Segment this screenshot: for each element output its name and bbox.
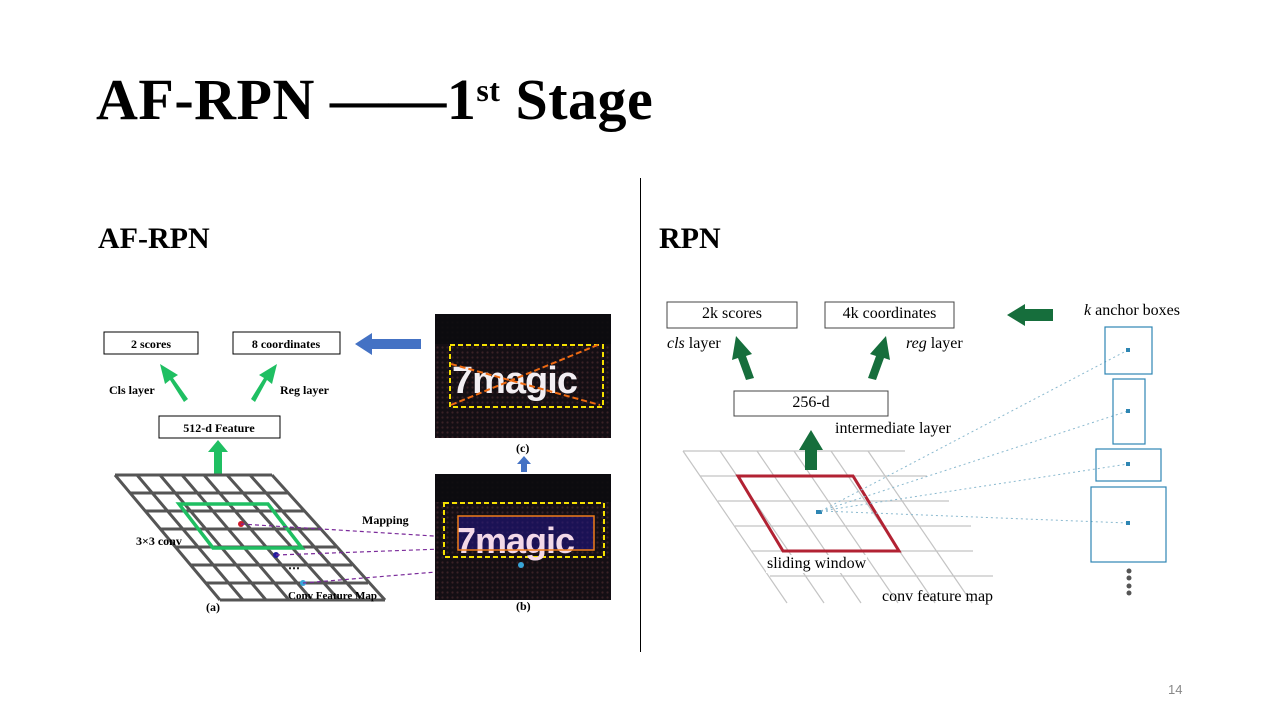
- rpn-cls-text: layer: [684, 335, 721, 352]
- rpn-intermediate-box-label: 256-d: [792, 394, 830, 411]
- reg-up-arrow: [868, 336, 890, 380]
- title-main: AF-RPN ——1: [96, 67, 477, 132]
- anchor-centers: [1126, 348, 1130, 525]
- anchor-boxes: [1090, 326, 1167, 563]
- scores-box-label: 2 scores: [131, 337, 171, 351]
- reg-arrow: [251, 364, 277, 402]
- rpn-anchor-text: anchor boxes: [1091, 302, 1180, 319]
- more-anchors-dots: [1126, 568, 1132, 596]
- scores-box: 2 scores: [103, 331, 199, 355]
- cls-up-arrow: [732, 336, 754, 380]
- title-end: Stage: [500, 67, 654, 132]
- b-to-c-arrow: [517, 456, 531, 472]
- feature-up-arrow: [208, 440, 228, 476]
- coordinates-box-label: 8 coordinates: [252, 337, 321, 351]
- rpn-scores-label: 2k scores: [667, 305, 797, 323]
- rpn-coordinates-text: 4k coordinates: [842, 305, 937, 322]
- sign-image-b: 7magic: [435, 474, 611, 600]
- af-rpn-heading: AF-RPN: [98, 222, 210, 255]
- window-center: [816, 510, 822, 514]
- intermediate-up-arrow: [799, 430, 823, 470]
- rpn-feature-map-label: conv feature map: [882, 588, 994, 605]
- rpn-coordinates-label: 4k coordinates: [825, 305, 954, 323]
- feature-box: 512-d Feature: [158, 415, 281, 439]
- rpn-sliding-label: sliding window: [766, 555, 868, 573]
- ellipsis-label: ⋯: [288, 561, 300, 575]
- reg-layer-label: Reg layer: [280, 383, 330, 397]
- column-divider: [640, 178, 641, 652]
- rpn-anchor-label: k anchor boxes: [1084, 302, 1180, 320]
- rpn-feature-map-grid: [682, 450, 993, 604]
- slide-title: AF-RPN ——1st Stage: [96, 66, 653, 133]
- rpn-reg-text: layer: [926, 335, 963, 352]
- caption-c: (c): [516, 441, 529, 455]
- conv-window: [175, 502, 306, 550]
- mapping-label: Mapping: [362, 513, 409, 527]
- af-rpn-diagram: 2 scores 8 coordinates 512-d Feature Cls…: [103, 314, 611, 614]
- rpn-reg-em: reg: [906, 335, 927, 352]
- caption-a: (a): [206, 600, 220, 614]
- sign-text-b: 7magic: [456, 520, 574, 561]
- rpn-heading: RPN: [659, 222, 721, 255]
- conv-feature-map-grid: [113, 473, 387, 602]
- rpn-anchor-em: k: [1084, 302, 1092, 319]
- caption-b: (b): [516, 599, 531, 613]
- rpn-cls-em: cls: [667, 335, 685, 352]
- rpn-intermediate-label: intermediate layer: [835, 420, 951, 437]
- cls-arrow: [160, 364, 188, 402]
- feature-box-label: 512-d Feature: [183, 421, 255, 435]
- rpn-cls-label: cls layer: [667, 335, 721, 353]
- sign-image-c: 7magic: [435, 314, 611, 438]
- cls-layer-label: Cls layer: [109, 383, 155, 397]
- page-number: 14: [1168, 682, 1183, 697]
- anchor-arrow: [1007, 304, 1053, 326]
- rpn-reg-label: reg layer: [906, 335, 963, 353]
- coordinates-box: 8 coordinates: [232, 331, 341, 355]
- title-superscript: st: [476, 72, 501, 108]
- rpn-scores-text: 2k scores: [702, 305, 762, 322]
- conv-label: 3×3 conv: [136, 534, 182, 548]
- coordinates-feedback-arrow: [355, 333, 421, 355]
- feature-map-label: Conv Feature Map: [288, 590, 377, 602]
- sliding-window: [735, 474, 902, 553]
